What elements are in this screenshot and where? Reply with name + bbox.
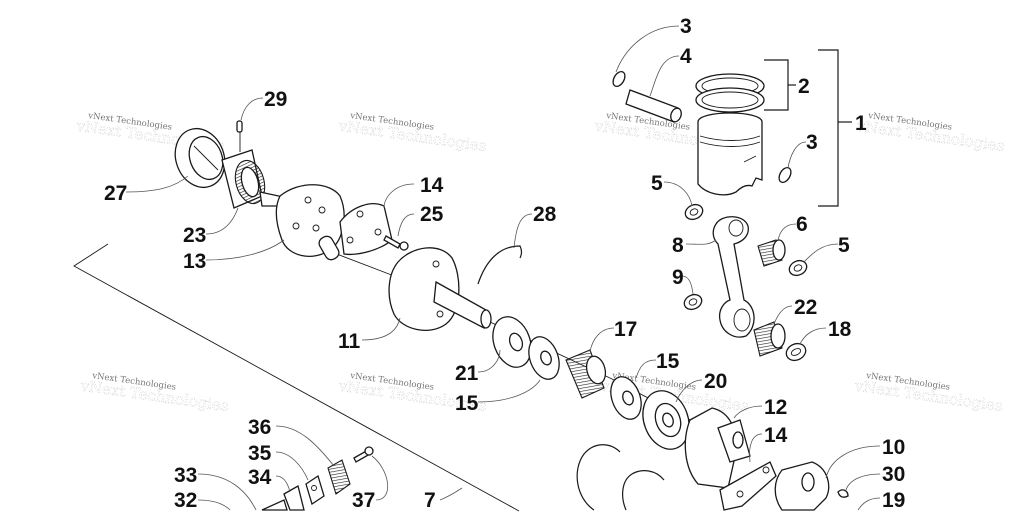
callout-15: 15 <box>656 350 680 373</box>
piston-ring-2 <box>622 470 665 511</box>
callout-32: 32 <box>174 489 197 512</box>
callout-1: 1 <box>855 112 867 135</box>
part-33-32-tube <box>261 499 288 511</box>
callout-23: 23 <box>183 224 206 247</box>
callout-6: 6 <box>796 213 808 236</box>
callout-25: 25 <box>420 203 444 226</box>
part-1-piston <box>697 112 763 196</box>
part-30-key <box>837 489 849 498</box>
part-15-washer <box>610 376 642 420</box>
bracket-2 <box>764 59 789 111</box>
callout-3: 3 <box>806 131 818 154</box>
callout-14: 14 <box>420 174 444 197</box>
part-21-bearing <box>492 316 532 368</box>
part-5-washer <box>788 259 808 277</box>
callout-29: 29 <box>264 88 287 111</box>
part-35-gasket <box>305 474 325 506</box>
callout-30: 30 <box>882 463 905 486</box>
callout-14: 14 <box>764 424 788 447</box>
part-10-crank-piece <box>774 461 830 511</box>
callout-27: 27 <box>104 182 127 205</box>
watermark: vNext Technologies vNext Technologies <box>854 111 1006 156</box>
callout-20: 20 <box>704 370 727 393</box>
part-8-connecting-rod <box>712 216 755 338</box>
callout-17: 17 <box>614 318 637 341</box>
part-15-washer <box>528 336 560 380</box>
part-29-pin <box>236 120 243 152</box>
callout-8: 8 <box>672 234 684 257</box>
callout-7: 7 <box>424 489 436 512</box>
callout-11: 11 <box>338 330 361 353</box>
callout-5: 5 <box>838 234 850 257</box>
callout-12: 12 <box>764 396 787 419</box>
part-25-screw <box>383 235 409 251</box>
part-36-plate <box>327 459 351 495</box>
part-14-crank-web <box>719 461 777 511</box>
part-3-circlip <box>778 166 792 184</box>
leader-lines <box>125 25 881 511</box>
callout-35: 35 <box>248 442 272 465</box>
part-18-washer <box>785 342 807 362</box>
callout-9: 9 <box>672 266 684 289</box>
callout-4: 4 <box>680 45 692 68</box>
part-34-flange <box>283 485 305 511</box>
watermark: vNext Technologies vNext Technologies <box>852 371 1004 416</box>
callout-19: 19 <box>882 489 905 512</box>
part-20-bearing <box>642 390 690 450</box>
part-13-crank-half <box>259 184 345 261</box>
part-5-washer <box>684 203 704 221</box>
part-9-washer <box>683 293 703 311</box>
part-11-crank-disk <box>388 247 492 331</box>
part-27-bearing <box>174 127 226 189</box>
part-37-bolt <box>353 446 374 463</box>
part-12-crank-half <box>684 407 751 489</box>
callout-15: 15 <box>455 392 479 415</box>
callout-21: 21 <box>455 362 479 385</box>
watermark: vNext Technologies vNext Technologies <box>78 371 230 416</box>
part-17-gear <box>565 349 607 399</box>
callouts: 3 4 2 1 3 5 6 5 8 9 22 18 29 27 23 13 14… <box>104 15 905 512</box>
assembly-frame <box>73 243 520 512</box>
callout-2: 2 <box>798 75 810 98</box>
part-4-piston-pin <box>625 89 682 123</box>
callout-13: 13 <box>183 250 206 273</box>
callout-22: 22 <box>794 296 817 319</box>
frame-line <box>73 243 520 512</box>
callout-34: 34 <box>248 466 272 489</box>
callout-33: 33 <box>174 464 197 487</box>
callout-28: 28 <box>533 203 557 226</box>
part-2-piston-rings <box>695 73 765 113</box>
watermark: vNext Technologies vNext Technologies <box>336 111 488 156</box>
callout-5: 5 <box>651 172 663 195</box>
bracket-1 <box>818 49 839 207</box>
piston-ring-1 <box>576 444 621 511</box>
part-22-needle-bearing <box>753 321 786 357</box>
part-3-circlip <box>612 70 626 88</box>
part-28-snap-ring <box>477 245 523 285</box>
part-6-needle-bearing <box>757 239 786 267</box>
callout-37: 37 <box>352 489 375 512</box>
callout-18: 18 <box>828 318 852 341</box>
callout-10: 10 <box>882 436 905 459</box>
part-14-crank-web <box>339 203 393 256</box>
callout-36: 36 <box>248 416 271 439</box>
piston-rings <box>576 444 665 511</box>
callout-3: 3 <box>680 15 692 38</box>
